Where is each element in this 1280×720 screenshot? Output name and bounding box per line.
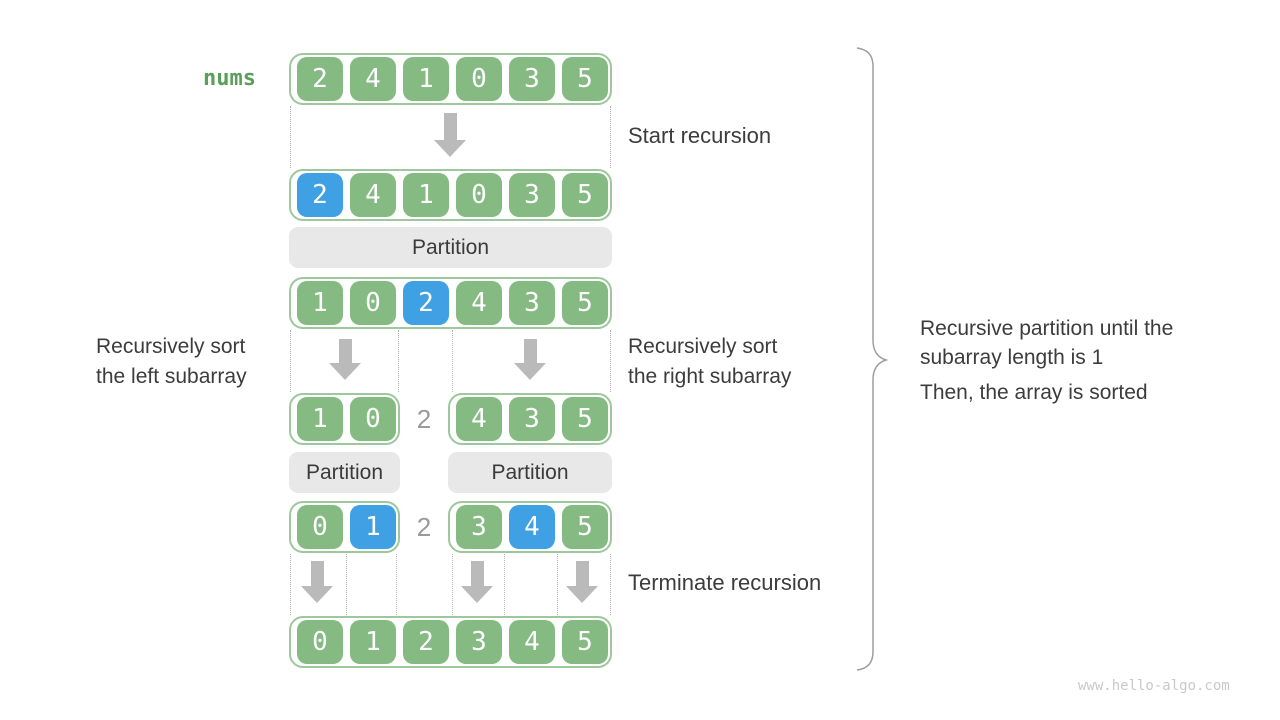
array-cell: 3 [456, 505, 502, 549]
array-cell: 1 [403, 57, 449, 101]
array-cell: 3 [509, 281, 555, 325]
array-cell: 1 [350, 620, 396, 664]
terminate-recursion-label: Terminate recursion [628, 570, 822, 595]
down-arrow-icon [461, 561, 493, 603]
dotted-guide-line [504, 554, 505, 615]
start-recursion-label: Start recursion [628, 123, 772, 148]
array-cell: 2 [403, 620, 449, 664]
right-subarray-label-line1: Recursively sort [628, 335, 778, 358]
partition-bar: Partition [289, 227, 612, 268]
dotted-guide-line [610, 554, 611, 615]
brace-note-line1: Recursive partition until the [920, 317, 1174, 340]
array-cell: 3 [509, 57, 555, 101]
array-cell: 3 [509, 173, 555, 217]
dotted-guide-line [290, 554, 291, 615]
watermark: www.hello-algo.com [1078, 678, 1230, 694]
array-cell: 5 [562, 281, 608, 325]
array-cell: 0 [456, 173, 502, 217]
array-cell: 4 [350, 57, 396, 101]
dotted-guide-line [452, 554, 453, 615]
left-subarray-label: Recursively sort the left subarray [96, 332, 247, 392]
pivot-separator: 2 [416, 404, 432, 434]
dotted-guide-line [290, 330, 291, 392]
array-cell: 5 [562, 505, 608, 549]
dotted-guide-line [290, 106, 291, 168]
array-cell: 0 [350, 281, 396, 325]
dotted-guide-line [557, 554, 558, 615]
array-cell: 1 [403, 173, 449, 217]
array-cell: 0 [456, 57, 502, 101]
dotted-guide-line [610, 106, 611, 168]
array-cell: 2 [297, 57, 343, 101]
array-cell: 0 [297, 620, 343, 664]
right-subarray-label: Recursively sort the right subarray [628, 332, 791, 392]
array-cell: 5 [562, 173, 608, 217]
array-cell: 0 [297, 505, 343, 549]
array-cell: 1 [297, 281, 343, 325]
left-subarray-label-line1: Recursively sort [96, 335, 246, 358]
array-cell: 5 [562, 620, 608, 664]
down-arrow-icon [301, 561, 333, 603]
dotted-guide-line [610, 330, 611, 392]
array-cell: 0 [350, 397, 396, 441]
nums-label: nums [203, 66, 256, 91]
array-cell-highlighted: 1 [350, 505, 396, 549]
partition-bar: Partition [289, 452, 400, 493]
array-cell: 4 [350, 173, 396, 217]
pivot-separator: 2 [416, 512, 432, 542]
dotted-guide-line [452, 330, 453, 392]
brace-note-line2: subarray length is 1 [920, 346, 1104, 369]
array-cell-highlighted: 4 [509, 505, 555, 549]
array-cell-highlighted: 2 [297, 173, 343, 217]
array-cell-highlighted: 2 [403, 281, 449, 325]
array-cell: 3 [509, 397, 555, 441]
dotted-guide-line [398, 330, 399, 392]
partition-bar: Partition [448, 452, 612, 493]
brace-note-sorted: Then, the array is sorted [920, 381, 1148, 404]
dotted-guide-line [396, 554, 397, 615]
down-arrow-icon [514, 339, 546, 380]
array-cell: 1 [297, 397, 343, 441]
brace-note: Recursive partition until the subarray l… [920, 314, 1173, 372]
array-cell: 5 [562, 57, 608, 101]
down-arrow-icon [434, 113, 466, 157]
dotted-guide-line [346, 554, 347, 615]
curly-brace [856, 47, 889, 671]
down-arrow-icon [329, 339, 361, 380]
down-arrow-icon [566, 561, 598, 603]
left-subarray-label-line2: the left subarray [96, 365, 247, 388]
array-cell: 3 [456, 620, 502, 664]
right-subarray-label-line2: the right subarray [628, 365, 792, 388]
array-cell: 4 [456, 397, 502, 441]
array-cell: 5 [562, 397, 608, 441]
array-cell: 4 [509, 620, 555, 664]
array-cell: 4 [456, 281, 502, 325]
